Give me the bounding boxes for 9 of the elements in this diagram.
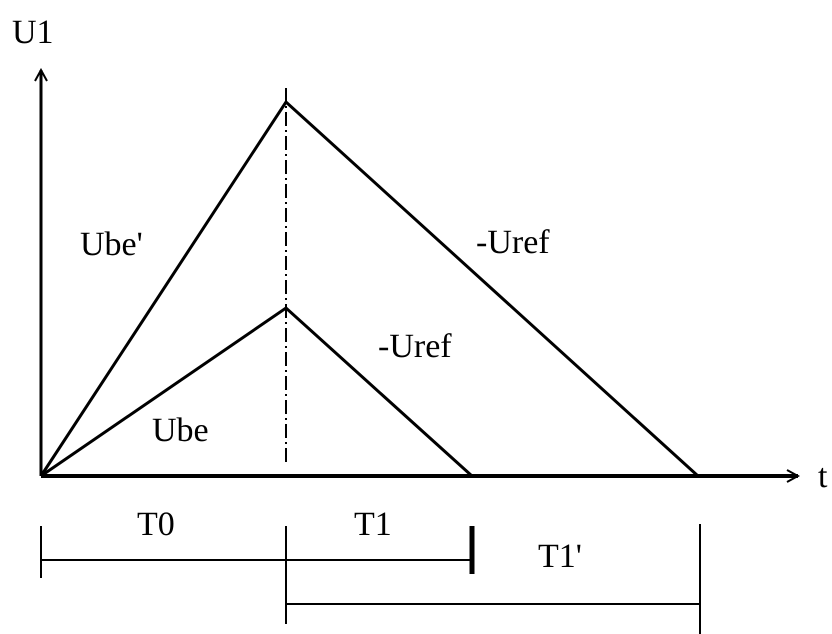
waveform-label: T0 xyxy=(137,508,175,542)
waveform-label: Ube' xyxy=(80,228,143,262)
waveform-label: T1 xyxy=(354,508,392,542)
waveform-label: -Uref xyxy=(476,226,550,260)
waveform-label: T1' xyxy=(538,540,582,574)
waveform-label: Ube xyxy=(152,414,209,448)
waveform-label: U1 xyxy=(12,16,54,50)
waveform-label: -Uref xyxy=(378,330,452,364)
waveform-label: t xyxy=(818,460,828,494)
